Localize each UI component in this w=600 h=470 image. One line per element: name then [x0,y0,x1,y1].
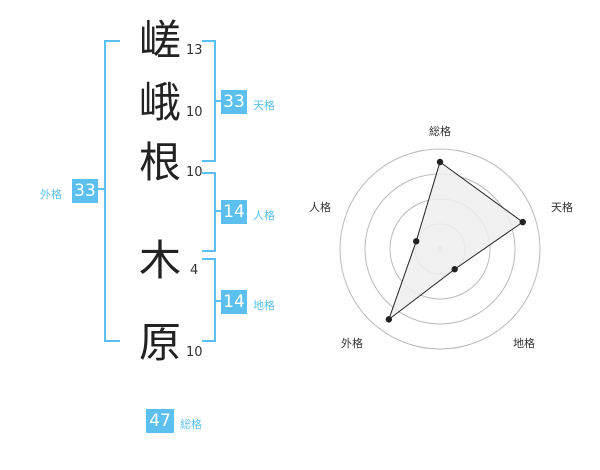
gaikaku-tick [98,188,106,190]
chikaku-tick [214,300,222,302]
name-char-3: 根 [138,138,181,187]
radar-point-2 [519,218,526,226]
gaikaku-bracket [104,40,120,342]
stroke-count-2: 10 [186,105,203,120]
radar-grid-ring [339,148,541,350]
radar-axis-label-2: 天格 [551,200,573,214]
jinkaku-value: 14 [221,200,247,224]
chikaku-value: 14 [221,290,247,314]
name-char-4: 木 [138,236,181,285]
chikaku-label: 地格 [253,299,275,312]
soukaku-label: 総格 [180,418,202,431]
jinkaku-label: 人格 [253,209,275,222]
gaikaku-label: 外格 [40,188,62,201]
radar-point-1 [436,158,444,166]
stroke-count-3: 10 [186,165,203,180]
tenkaku-tick [214,100,222,102]
radar-series-area [387,161,524,321]
gaikaku-value: 33 [72,179,98,203]
radar-point-5 [413,238,420,245]
jinkaku-bracket [202,172,216,252]
name-char-2: 峨 [138,78,181,127]
soukaku-value: 47 [146,409,174,433]
radar-point-4 [385,316,393,323]
radar-axis-label-5: 人格 [309,200,331,214]
radar-point-3 [451,266,458,273]
jinkaku-tick [214,210,222,212]
stroke-count-5: 10 [186,345,203,360]
tenkaku-label: 天格 [253,99,275,112]
tenkaku-value: 33 [221,90,247,114]
radar-axis-label-3: 地格 [513,336,535,350]
name-char-5: 原 [138,318,181,367]
stroke-count-4: 4 [190,263,199,278]
stroke-count-1: 13 [186,43,203,58]
radar-axis-label-4: 外格 [341,336,363,350]
name-char-1: 嵯 [138,16,181,65]
radar-axis-label-1: 総格 [429,124,451,138]
